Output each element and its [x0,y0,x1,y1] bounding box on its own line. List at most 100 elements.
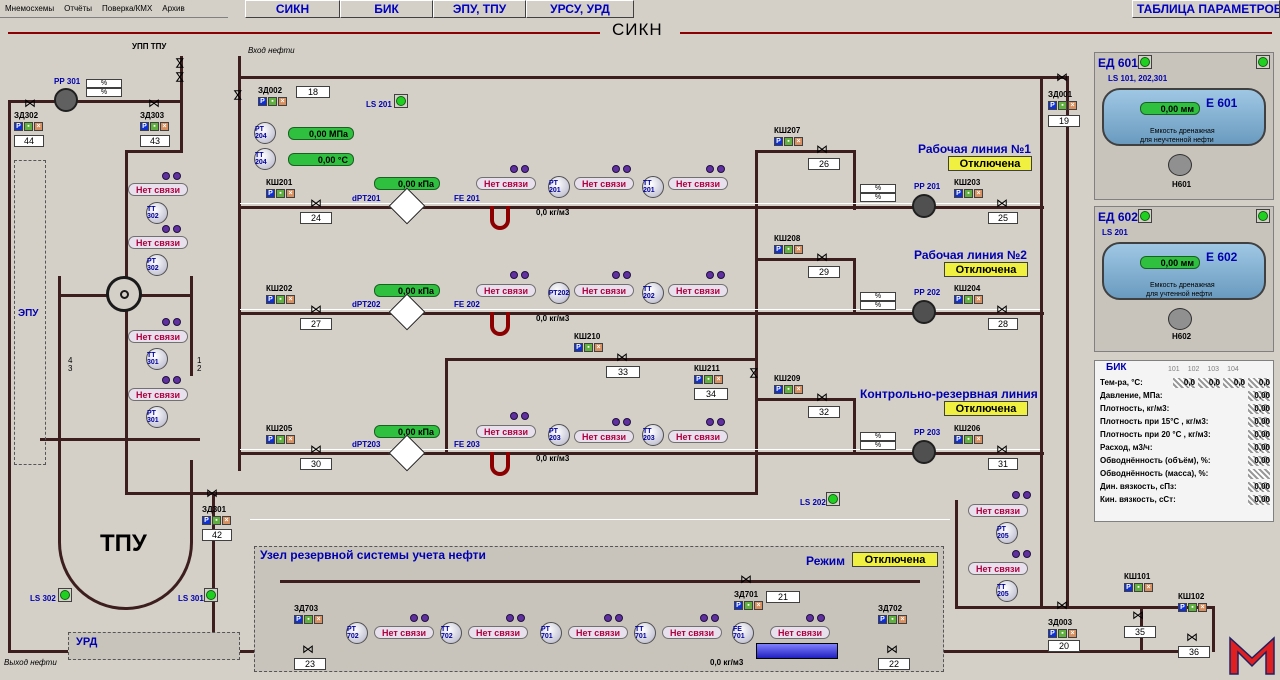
ksh101-status[interactable]: Р▪× [1124,583,1153,592]
ksh208-label: КШ208 [774,234,801,243]
valve-icon[interactable]: ⋈ [302,642,314,656]
tt702-sensor[interactable]: ТТ 702 [440,622,462,644]
tt203-sensor[interactable]: ТТ 203 [642,424,664,446]
valve-icon[interactable]: ⋈ [310,302,322,316]
rt301-sensor[interactable]: РТ 301 [146,406,168,428]
tt205-sensor[interactable]: ТТ 205 [996,580,1018,602]
valve-icon[interactable]: ⋈ [24,96,36,110]
zd003-status[interactable]: Р▪× [1048,629,1077,638]
menu-mnemo[interactable]: Мнемосхемы [5,4,55,13]
rt204-sensor[interactable]: РТ 204 [254,122,276,144]
valve-icon[interactable]: ⋈ [816,142,828,156]
tt202-sensor[interactable]: ТТ 202 [642,282,664,304]
pump-rr203-icon[interactable] [912,440,936,464]
ksh206-status[interactable]: Р▪× [954,435,983,444]
filter-icon[interactable] [388,187,426,225]
ksh207-number: 26 [808,158,840,170]
rt201-sensor[interactable]: РТ 201 [548,176,570,198]
filter-icon[interactable] [388,293,426,331]
valve-icon[interactable]: ⋈ [1186,630,1198,644]
tank-e601[interactable] [1102,88,1266,146]
ksh102-status[interactable]: Р▪× [1178,603,1207,612]
rt205-sensor[interactable]: РТ 205 [996,522,1018,544]
alarm-indicator-group [612,418,631,428]
ksh211-status[interactable]: Р▪× [694,375,723,384]
menu-reports[interactable]: Отчёты [64,4,93,13]
tt302-sensor[interactable]: ТТ 302 [146,202,168,224]
menu-verification[interactable]: Поверка/КМХ [102,4,153,13]
ksh207-status[interactable]: Р▪× [774,137,803,146]
fe701-sensor[interactable]: FE 701 [732,622,754,644]
pump-rr201-icon[interactable] [912,194,936,218]
valve-icon[interactable]: ⋈ [148,96,160,110]
tt302-status: Нет связи [128,183,188,196]
tt701-sensor[interactable]: ТТ 701 [634,622,656,644]
pipe [238,452,1044,455]
pump-rr202-icon[interactable] [912,300,936,324]
valve-icon[interactable]: ⋈ [996,442,1008,456]
tt204-sensor[interactable]: ТТ 204 [254,148,276,170]
tt201-status: Нет связи [668,177,728,190]
ksh204-status[interactable]: Р▪× [954,295,983,304]
ksh202-status[interactable]: Р▪× [266,295,295,304]
zd702-status[interactable]: Р▪× [878,615,907,624]
pump-n602-icon[interactable] [1168,308,1192,330]
tank-e602[interactable] [1102,242,1266,300]
valve-icon[interactable]: ⋈ [1132,608,1144,622]
valve-icon[interactable]: ⋈ [816,250,828,264]
rt701-sensor[interactable]: РТ 701 [540,622,562,644]
valve-icon[interactable]: ⋈ [616,350,628,364]
valve-icon[interactable]: ⋈ [1056,70,1068,84]
valve-icon[interactable]: ⋈ [996,196,1008,210]
rt302-sensor[interactable]: РТ 302 [146,254,168,276]
zd703-status[interactable]: Р▪× [294,615,323,624]
valve-icon[interactable]: ⋈ [231,89,245,101]
valve-icon[interactable]: ⋈ [747,367,761,379]
rt702-sensor[interactable]: РТ 702 [346,622,368,644]
ksh205-status[interactable]: Р▪× [266,435,295,444]
zd302-status[interactable]: Р▪× [14,122,43,131]
nav-epu-tpu-button[interactable]: ЭПУ, ТПУ [433,0,526,18]
rt203-sensor[interactable]: РТ 203 [548,424,570,446]
pump-n601-icon[interactable] [1168,154,1192,176]
rt301-label: РТ 301 [147,410,159,424]
tt201-sensor[interactable]: ТТ 201 [642,176,664,198]
ksh209-status[interactable]: Р▪× [774,385,803,394]
param-table-button[interactable]: ТАБЛИЦА ПАРАМЕТРОВ [1132,0,1280,18]
zd002-status[interactable]: Р▪× [258,97,287,106]
nav-sikn-button[interactable]: СИКН [245,0,340,18]
valve-icon[interactable]: ⋈ [310,442,322,456]
mode-status: Отключена [852,552,938,567]
pump-rp301-icon[interactable] [54,88,78,112]
menu-archive[interactable]: Архив [162,4,185,13]
flowmeter-fe202-icon[interactable] [490,312,510,336]
ksh210-status[interactable]: Р▪× [574,343,603,352]
flowmeter-fe201-icon[interactable] [490,206,510,230]
valve-icon[interactable]: ⋈ [740,572,752,586]
nav-ursu-urd-button[interactable]: УРСУ, УРД [526,0,634,18]
valve-icon[interactable]: ⋈ [816,390,828,404]
filter-icon[interactable] [388,434,426,472]
flowmeter-fe203-icon[interactable] [490,452,510,476]
zd001-status[interactable]: Р▪× [1048,101,1077,110]
valve-icon[interactable]: ⋈ [206,486,218,500]
ksh208-status[interactable]: Р▪× [774,245,803,254]
nav-bik-button[interactable]: БИК [340,0,433,18]
alarm-indicator-group [706,418,725,428]
flowmeter-fe701-icon[interactable] [756,643,838,659]
zd701-status[interactable]: Р▪× [734,601,763,610]
zd301-status[interactable]: Р▪× [202,516,231,525]
ksh201-status[interactable]: Р▪× [266,189,295,198]
valve-icon[interactable]: ⋈ [173,71,187,83]
valve-icon[interactable]: ⋈ [886,642,898,656]
valve-icon[interactable]: ⋈ [310,196,322,210]
ksh203-status[interactable]: Р▪× [954,189,983,198]
tt301-sensor[interactable]: ТТ 301 [146,348,168,370]
rt202-sensor[interactable]: РТ202 [548,282,570,304]
valve-icon[interactable]: ⋈ [1056,598,1068,612]
zd301-label: ЗД301 [202,505,227,514]
valve-icon[interactable]: ⋈ [173,57,187,69]
zd303-status[interactable]: Р▪× [140,122,169,131]
valve-icon[interactable]: ⋈ [996,302,1008,316]
